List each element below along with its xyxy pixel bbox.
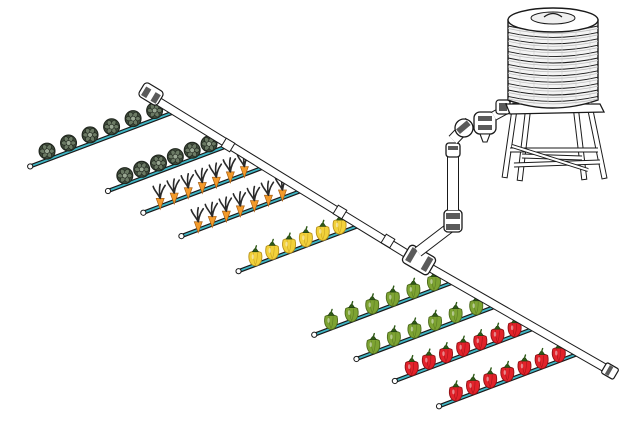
green-pepper-icon	[365, 293, 380, 315]
yellow-pepper-icon	[282, 232, 296, 254]
coupling-icon	[332, 204, 348, 220]
end-cap-icon	[104, 187, 112, 195]
red-pepper-icon	[473, 329, 488, 351]
carrot-icon	[222, 157, 237, 184]
drip-rows	[27, 109, 582, 410]
red-pepper-icon	[483, 367, 498, 389]
red-pepper-icon	[500, 360, 515, 382]
red-pepper-icon	[466, 373, 480, 395]
coupling-icon	[380, 233, 396, 249]
lettuce-icon	[38, 142, 56, 160]
green-pepper-icon	[407, 317, 422, 339]
pipes	[138, 82, 619, 380]
coupling-icon	[220, 137, 236, 153]
end-cap-icon	[235, 268, 242, 275]
red-pepper-icon	[517, 354, 532, 376]
yellow-pepper-icon	[265, 238, 280, 260]
elbow-fitting-icon	[138, 82, 164, 106]
end-cap-icon	[27, 163, 34, 170]
end-cap-icon	[435, 403, 443, 410]
carrot-icon	[152, 183, 166, 211]
end-cap-icon	[353, 355, 360, 363]
carrot-icon	[208, 162, 223, 190]
carrot-icon	[218, 196, 233, 224]
carrot-icon	[194, 167, 209, 195]
filter-icon	[473, 111, 497, 143]
tank-body	[507, 7, 599, 109]
carrot-icon	[246, 185, 261, 213]
upper-manifold-pipe	[145, 91, 423, 266]
water-tank-icon	[501, 7, 608, 182]
tank-stand	[501, 102, 608, 182]
red-pepper-icon	[456, 335, 471, 357]
lettuce-icon	[149, 154, 167, 172]
green-pepper-icon	[324, 308, 338, 330]
green-pepper-icon	[344, 300, 359, 323]
green-pepper-icon	[428, 309, 442, 331]
tank-lid-cap	[530, 11, 576, 25]
elbow-fitting-icon	[454, 118, 474, 138]
lettuce-icon	[166, 148, 184, 166]
lettuce-icon	[124, 110, 142, 128]
end-cap-icon	[391, 377, 398, 385]
end-cap-icon	[178, 233, 185, 240]
lettuce-icon	[116, 167, 134, 185]
yellow-pepper-icon	[298, 226, 313, 248]
red-pepper-icon	[490, 322, 505, 344]
pipe-collar	[445, 142, 461, 158]
red-pepper-icon	[448, 380, 463, 402]
green-pepper-icon	[386, 325, 401, 347]
lower-manifold-pipe	[417, 258, 615, 376]
green-pepper-icon	[448, 301, 463, 323]
green-pepper-icon	[366, 332, 381, 355]
red-pepper-icon	[421, 348, 436, 370]
plants	[38, 101, 566, 402]
carrot-icon	[204, 201, 219, 229]
carrot-icon	[232, 191, 247, 218]
red-pepper-icon	[439, 341, 453, 364]
valve-icon	[443, 209, 463, 233]
carrot-icon	[260, 180, 275, 208]
end-cap-icon	[601, 362, 619, 380]
lettuce-icon	[60, 134, 78, 152]
end-cap-icon	[311, 331, 318, 338]
lettuce-icon	[133, 160, 151, 178]
lettuce-icon	[81, 126, 99, 144]
red-pepper-icon	[534, 347, 549, 369]
water-tank	[501, 7, 608, 182]
lid-handle	[543, 12, 563, 18]
yellow-pepper-icon	[315, 219, 330, 241]
carrot-icon	[190, 206, 205, 234]
end-cap-icon	[140, 209, 147, 216]
carrot-icon	[180, 172, 195, 200]
carrot-icon	[166, 178, 181, 206]
green-pepper-icon	[385, 285, 400, 307]
lettuce-icon	[103, 118, 121, 136]
yellow-pepper-icon	[248, 245, 263, 267]
red-pepper-icon	[404, 354, 419, 377]
green-pepper-icon	[406, 277, 421, 299]
yellow-pepper-icon	[332, 213, 347, 235]
lettuce-icon	[183, 141, 201, 159]
